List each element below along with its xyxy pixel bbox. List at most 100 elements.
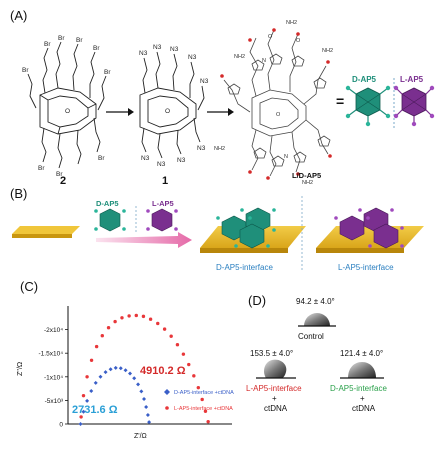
l-ap5-interface-surface	[316, 207, 424, 253]
nh2-label: NH2	[302, 180, 313, 186]
o-label: O	[276, 112, 281, 118]
compound-1-label: 1	[162, 175, 168, 187]
br-label: Br	[93, 45, 100, 52]
n3-label: N3	[188, 54, 197, 61]
ap5-product-structure	[223, 29, 331, 177]
nh2-label: NH2	[214, 146, 225, 152]
br-label: Br	[22, 67, 29, 74]
legend-l-ap5-label: L-AP5	[400, 75, 424, 84]
l-ap5-resistance-annotation: 4910.2 Ω	[140, 365, 186, 377]
control-label: Control	[298, 332, 324, 341]
l-ap5-data-point	[169, 334, 173, 338]
n3-label: N3	[170, 46, 179, 53]
d-ap5-data-point	[139, 389, 144, 394]
stereocenter-marks	[220, 28, 332, 180]
o-label: O	[165, 108, 170, 115]
d-ap5-data-point	[136, 382, 141, 387]
d-ap5-data-point	[118, 366, 123, 371]
l-interface-label: L-AP5-interface	[246, 384, 302, 393]
l-interface-angle: 153.5 ± 4.0°	[250, 349, 293, 358]
n3-label: N3	[139, 50, 148, 57]
legend-marker-d	[164, 389, 170, 395]
y-tick-label: -5x10³	[45, 398, 64, 405]
l-ap5-data-point	[81, 393, 86, 398]
equals-sign: =	[336, 93, 344, 109]
d-interface-label: D-AP5-interface	[330, 384, 387, 393]
d-ap5-data-point	[128, 371, 133, 376]
l-ap5-data-point	[94, 344, 99, 349]
br-label: Br	[58, 35, 65, 42]
legend-d-ap5-label: D-AP5	[352, 75, 377, 84]
y-tick-label: 0	[59, 422, 63, 429]
x-axis-label: Z'/Ω	[134, 433, 147, 440]
nh2-label: NH2	[286, 20, 297, 26]
legend-marker-l	[165, 406, 169, 410]
n-label: N	[262, 58, 266, 64]
l-ap5-data-point	[85, 375, 89, 379]
d-ap5-data-point	[145, 413, 150, 418]
n3-label: N3	[141, 155, 150, 162]
l-ap5-data-point	[100, 334, 104, 338]
d-ap5-data-point	[113, 365, 118, 370]
product-label: L/D-AP5	[292, 171, 321, 180]
control-droplet	[298, 313, 336, 327]
d-ap5-cluster-icon	[345, 85, 391, 127]
l-ap5-data-point	[89, 358, 94, 362]
d-ap5-interface-surface	[200, 207, 306, 253]
panel-d-letter: (D)	[248, 293, 267, 308]
chart-legend: D-AP5-interface +ctDNA L-AP5-interface +…	[164, 389, 234, 412]
panel-a-letter: (A)	[10, 8, 28, 23]
d-ap5-resistance-annotation: 2731.6 Ω	[72, 404, 118, 416]
panel-a-scheme: Br Br Br Br Br Br Br Br Br O 2	[22, 20, 435, 187]
n3-label: N3	[157, 161, 166, 168]
br-label: Br	[98, 155, 105, 162]
n-label: N	[284, 154, 288, 160]
d-ap5-data-point	[147, 420, 152, 425]
d-ap5-interface-label: D-AP5-interface	[216, 263, 273, 272]
l-ap5-data-point	[192, 374, 196, 378]
l-ap5-interface-label: L-AP5-interface	[338, 263, 394, 272]
l-ap5-data-point	[206, 419, 210, 424]
br-label: Br	[76, 37, 83, 44]
n3-label: N3	[200, 78, 209, 85]
br-label: Br	[104, 69, 111, 76]
b-l-ap5-label: L-AP5	[152, 199, 174, 208]
d-ap5-data-point	[123, 368, 128, 373]
l-ap5-data-point	[106, 326, 111, 330]
l-ap5-data-point	[134, 313, 138, 318]
l-interface-droplet	[256, 359, 296, 379]
br-label: Br	[44, 41, 51, 48]
d-ap5-data-point	[132, 376, 137, 381]
n3-label: N3	[197, 145, 206, 152]
d-interface-angle: 121.4 ± 4.0°	[340, 349, 383, 358]
n3-label: N3	[177, 157, 186, 164]
panel-b-scheme: D-AP5 L-AP5 D-AP5-interface	[12, 196, 424, 272]
l-ap5-data-point	[148, 317, 153, 321]
compound-2-structure	[27, 41, 107, 169]
d-ap5-data-point	[81, 409, 86, 414]
l-ap5-data-point	[187, 362, 191, 367]
d-ap5-data-point	[93, 380, 98, 385]
l-ap5-data-point	[200, 397, 204, 402]
b-l-ap5-icon	[146, 208, 178, 232]
y-tick-label: -1.5x10⁴	[39, 351, 64, 358]
d-ap5-data-point	[85, 398, 90, 403]
gold-substrate-bare	[12, 226, 80, 234]
panel-c-letter: (C)	[20, 279, 39, 294]
modification-arrow	[96, 232, 192, 248]
compound-1-structure	[139, 51, 205, 159]
o-label: O	[296, 38, 301, 44]
y-tick-label: -1x10⁴	[44, 374, 63, 381]
l-ap5-data-point	[127, 314, 131, 318]
br-label: Br	[56, 171, 63, 178]
control-angle: 94.2 ± 4.0°	[296, 297, 335, 306]
d-interface-droplet	[340, 362, 384, 379]
l-ap5-cluster-icon	[393, 85, 435, 127]
br-label: Br	[38, 165, 45, 172]
l-ctdna: ctDNA	[264, 404, 288, 413]
y-tick-label: -2x10⁴	[44, 327, 63, 334]
l-ap5-data-point	[79, 415, 83, 419]
l-ap5-data-point	[120, 316, 124, 320]
